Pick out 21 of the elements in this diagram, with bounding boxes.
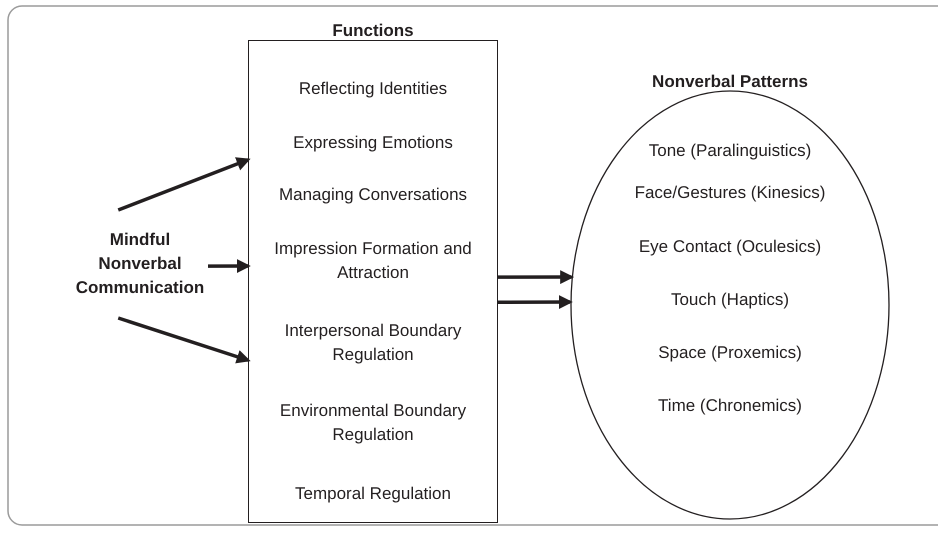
arrow xyxy=(118,316,251,364)
list-item: Touch (Haptics) xyxy=(670,289,790,311)
list-item: Space (Proxemics) xyxy=(657,342,803,364)
list-item: Time (Chronemics) xyxy=(657,395,803,417)
list-item: Expressing Emotions xyxy=(292,132,454,154)
list-item: Interpersonal Boundary Regulation xyxy=(284,320,462,366)
node-label: Mindful Nonverbal Communication xyxy=(74,229,206,299)
list-item: Reflecting Identities xyxy=(298,78,448,100)
arrow xyxy=(498,295,573,310)
list-item: Tone (Paralinguistics) xyxy=(648,140,812,162)
list-item: Eye Contact (Oculesics) xyxy=(638,236,822,258)
list-item: Temporal Regulation xyxy=(294,483,452,505)
list-item: Managing Conversations xyxy=(278,184,468,206)
heading: Nonverbal Patterns xyxy=(651,71,809,93)
list-item: Impression Formation and Attraction xyxy=(273,238,473,284)
arrow xyxy=(118,157,251,212)
arrow xyxy=(208,259,251,274)
heading: Functions xyxy=(331,20,415,42)
list-item: Environmental Boundary Regulation xyxy=(278,400,468,446)
list-item: Face/Gestures (Kinesics) xyxy=(634,182,826,204)
arrow xyxy=(498,270,574,284)
